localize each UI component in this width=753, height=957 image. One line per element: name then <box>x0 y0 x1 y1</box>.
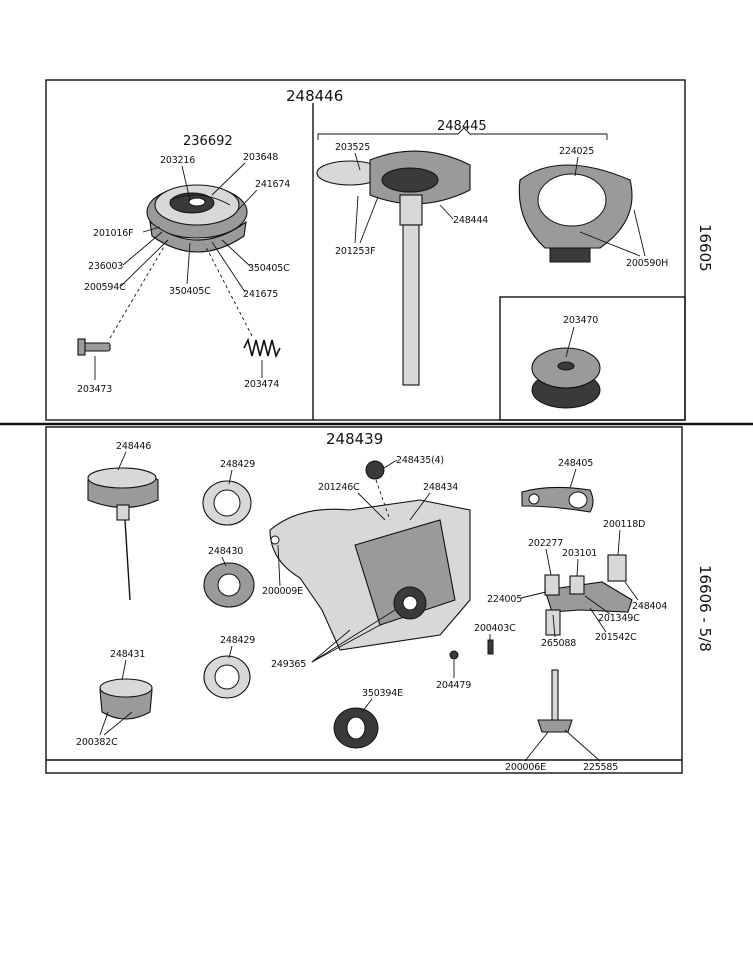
frame-labels: 201246C 248435(4) 248434 200009E 249365 … <box>262 455 471 699</box>
label-201016F: 201016F <box>93 228 133 239</box>
label-203648: 203648 <box>243 152 278 163</box>
label-248431: 248431 <box>110 649 145 660</box>
upper-side-label: 16605 <box>696 224 714 272</box>
label-203216: 203216 <box>160 155 195 166</box>
label-241674: 241674 <box>255 179 290 190</box>
label-248429-a: 248429 <box>220 459 255 470</box>
label-200590H: 200590H <box>626 258 668 269</box>
label-203101: 203101 <box>562 548 597 559</box>
bobbin-illustration <box>531 347 601 409</box>
label-202277: 202277 <box>528 538 563 549</box>
label-203473: 203473 <box>77 384 112 395</box>
label-203470: 203470 <box>563 315 598 326</box>
label-248429-b: 248429 <box>220 635 255 646</box>
upper-assembly-number: 248446 <box>286 87 343 105</box>
label-201253F: 201253F <box>335 246 375 257</box>
label-200118D: 200118D <box>603 519 645 530</box>
lower-panel: 248439 248446 248429 248430 248429 <box>45 426 714 774</box>
label-203474: 203474 <box>244 379 279 390</box>
gear-illustration <box>99 678 153 720</box>
upper-panel: 248446 236692 203216 203648 241674 20101… <box>45 79 714 421</box>
upper-panel-frame <box>45 79 686 421</box>
label-248434: 248434 <box>423 482 458 493</box>
label-248444: 248444 <box>453 215 488 226</box>
right-group-title: 248445 <box>437 119 487 134</box>
label-265088: 265088 <box>541 638 576 649</box>
left-group-labels: 203216 203648 241674 201016F 236003 2005… <box>77 152 290 395</box>
label-201246C: 201246C <box>318 482 360 493</box>
label-241675: 241675 <box>243 289 278 300</box>
label-350394E: 350394E <box>362 688 403 699</box>
label-201349C: 201349C <box>598 613 640 624</box>
label-225585: 225585 <box>583 762 618 773</box>
hook-frame-illustration <box>269 460 471 749</box>
label-350405C-a: 350405C <box>248 263 290 274</box>
lower-panel-frame <box>45 426 683 774</box>
label-201542C: 201542C <box>595 632 637 643</box>
label-224025: 224025 <box>559 146 594 157</box>
label-200403C: 200403C <box>474 623 516 634</box>
label-204479: 204479 <box>436 680 471 691</box>
label-248405: 248405 <box>558 458 593 469</box>
lower-assembly-number: 248439 <box>326 430 383 448</box>
inset-frame <box>499 296 686 421</box>
label-236003: 236003 <box>88 261 123 272</box>
right-group-leaders <box>354 152 646 257</box>
hook-assembly-illustration <box>77 184 281 359</box>
label-350405C-b: 350405C <box>169 286 211 297</box>
label-224005: 224005 <box>487 594 522 605</box>
left-group-leaders <box>94 162 263 380</box>
hook-shaft-illustration <box>316 127 633 386</box>
right-group-labels: 203525 248444 201253F 224025 200590H <box>335 142 668 269</box>
label-248430: 248430 <box>208 546 243 557</box>
washer-illustrations <box>202 480 255 699</box>
label-203525: 203525 <box>335 142 370 153</box>
left-group-title: 236692 <box>183 134 233 149</box>
label-249365: 249365 <box>271 659 306 670</box>
frame-leaders <box>277 459 455 713</box>
label-200006E: 200006E <box>505 762 546 773</box>
label-200382C: 200382C <box>76 737 118 748</box>
label-200009E: 200009E <box>262 586 303 597</box>
label-248404: 248404 <box>632 601 667 612</box>
arm-leaders <box>489 468 639 762</box>
label-248435: 248435(4) <box>396 455 444 466</box>
label-248446: 248446 <box>116 441 151 452</box>
lower-side-label: 16606 - 5/8 <box>696 565 714 652</box>
label-200594C: 200594C <box>84 282 126 293</box>
arm-parts-illustration <box>487 486 633 733</box>
hook-illustration <box>87 467 159 601</box>
arm-labels: 248405 200118D 202277 203101 224005 2484… <box>474 458 667 773</box>
